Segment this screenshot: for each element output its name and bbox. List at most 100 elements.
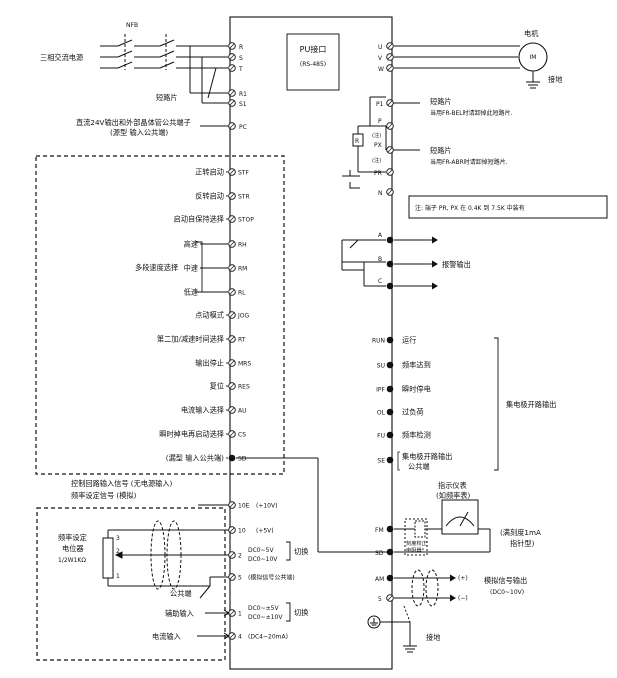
- terminal-fu: FU: [377, 433, 385, 440]
- analog-label-2: DC0~5V: [248, 547, 274, 554]
- terminal-sd: SD: [238, 456, 247, 463]
- three-phase-power-label: 三相交流电源: [40, 53, 83, 62]
- plus-sign: (+): [458, 575, 468, 582]
- terminal-sd-out: SD: [375, 550, 384, 557]
- terminal-u: U: [378, 44, 382, 51]
- oc-label-ipf: 瞬时停电: [402, 385, 431, 394]
- current-input-label: 电流输入: [152, 632, 181, 641]
- input-label-rl: 低速: [184, 288, 198, 297]
- resistor-r: R: [355, 138, 359, 145]
- pot-pin-1: 1: [116, 573, 120, 580]
- meter-adj-1: 刻度校正: [406, 539, 427, 547]
- pu-interface-box: [286, 33, 340, 91]
- pc-sublabel: (源型 输入公共端): [110, 128, 168, 137]
- terminal-v: V: [378, 55, 383, 62]
- control-input-note: 控制回路输入信号 (无电源输入): [71, 479, 173, 488]
- aux-input-label: 辅助输入: [165, 609, 194, 618]
- input-label-stop: 启动自保持选择: [174, 215, 224, 224]
- terminal-p1: P1: [376, 101, 384, 108]
- terminal-w: W: [378, 66, 384, 73]
- oc-label-fu: 频率检测: [402, 431, 431, 440]
- analog-label-5: (DC4~20mA): [248, 634, 288, 641]
- terminal-jog: JOG: [237, 313, 249, 320]
- terminal-pr: PR: [374, 170, 382, 177]
- pot-label-3: 1/2W1KΩ: [58, 557, 86, 564]
- terminal-se: SE: [377, 458, 385, 465]
- terminal-cs: CS: [238, 432, 246, 439]
- pot-label-2: 电位器: [62, 544, 84, 553]
- terminal-rt: RT: [238, 337, 246, 344]
- input-label-cs: 瞬时掉电再启动选择: [159, 430, 224, 439]
- terminal-analog-1: 10: [238, 528, 246, 535]
- input-label-rt: 第二加/减速时间选择: [157, 335, 224, 344]
- analog-label-0: (+10V): [256, 503, 277, 510]
- analog-output-range: (DC0~10V): [490, 589, 524, 596]
- motor-wiring: [386, 42, 548, 89]
- dc-bus-wiring: [342, 96, 420, 189]
- terminal-ol: OL: [377, 410, 386, 417]
- analog-output-label: 模拟信号输出: [484, 576, 527, 585]
- jumper2-note: 当用FR-ABR时请卸掉短路片.: [430, 158, 508, 166]
- terminal-analog-3: 5: [238, 575, 242, 582]
- input-label-jog: 点动模式: [195, 311, 224, 320]
- pu-sublabel: (RS-485): [300, 61, 326, 68]
- switch-label-1: 切换: [294, 547, 308, 556]
- terminal-rm: RM: [238, 266, 247, 273]
- terminal-analog-4: 1: [238, 611, 242, 618]
- earth-symbol: [367, 615, 417, 653]
- meter-title: 指示仪表: [438, 481, 467, 490]
- terminal-stf: STF: [238, 170, 249, 177]
- terminal-analog-0: 10E: [238, 503, 250, 510]
- pot-label-1: 频率设定: [58, 533, 87, 542]
- meter-full-1: (满刻度1mA: [500, 528, 541, 537]
- terminal-s: S: [239, 55, 243, 62]
- note-a: (注): [372, 131, 381, 139]
- pu-label: PU接口: [300, 44, 327, 54]
- alarm-label: 报警输出: [442, 260, 471, 269]
- jumper2-title: 短路片: [430, 146, 452, 155]
- oc-label2-se: 公共端: [408, 462, 430, 471]
- analog-label-3: (模拟信号公共端): [248, 574, 295, 582]
- analog-label2-4: DC0~±10V: [248, 614, 283, 621]
- jumper1-note: 当用FR-BEL时请卸掉此短路片.: [430, 109, 513, 117]
- terminal-r1: R1: [239, 91, 247, 98]
- terminal-t: T: [238, 66, 243, 73]
- terminal-str: STR: [238, 194, 250, 201]
- multi-speed-label: 多段速度选择: [135, 263, 178, 272]
- terminal-a: A: [378, 232, 383, 239]
- freq-set-signal: 频率设定信号 (模拟): [71, 491, 137, 500]
- terminal-r: R: [239, 44, 243, 51]
- input-label-au: 电流输入选择: [181, 406, 224, 415]
- terminal-ipf: IPF: [376, 387, 385, 394]
- note-box-text: 注: 端子 PR, PX 在 0.4K 到 7.5K 中装有: [415, 204, 525, 212]
- terminal-b: B: [378, 256, 382, 263]
- terminal-run: RUN: [372, 338, 385, 345]
- terminal-pc: PC: [239, 124, 247, 131]
- meter-full-2: 指针型): [510, 539, 535, 548]
- common-label: 公共端: [170, 589, 192, 598]
- minus-sign: (−): [458, 595, 468, 602]
- jumper1-title: 短路片: [430, 97, 452, 106]
- input-group-frame: [35, 155, 285, 475]
- terminal-am: AM: [375, 576, 384, 583]
- motor-im: IM: [530, 54, 537, 61]
- meter-adj-2: 电阻器*: [406, 546, 425, 554]
- analog-label-4: DC0~±5V: [248, 605, 279, 612]
- terminal-su: SU: [377, 363, 385, 370]
- motor-label: 电机: [524, 29, 539, 38]
- analog-output-circuit: [394, 569, 456, 623]
- inverter-body: [229, 16, 393, 670]
- input-label-rm: 中速: [184, 264, 198, 273]
- terminal-analog-5: 4: [238, 634, 242, 641]
- input-label-stf: 正转启动: [195, 168, 224, 177]
- motor-ground: 接地: [548, 75, 562, 84]
- switch-label-2: 切换: [294, 608, 308, 617]
- terminal-rl: RL: [238, 290, 246, 297]
- terminal-stop: STOP: [238, 217, 254, 224]
- terminal-pc-symbol: [228, 122, 236, 130]
- oc-label-se: 集电极开路输出: [402, 452, 452, 461]
- pot-pin-2: 2: [116, 548, 120, 555]
